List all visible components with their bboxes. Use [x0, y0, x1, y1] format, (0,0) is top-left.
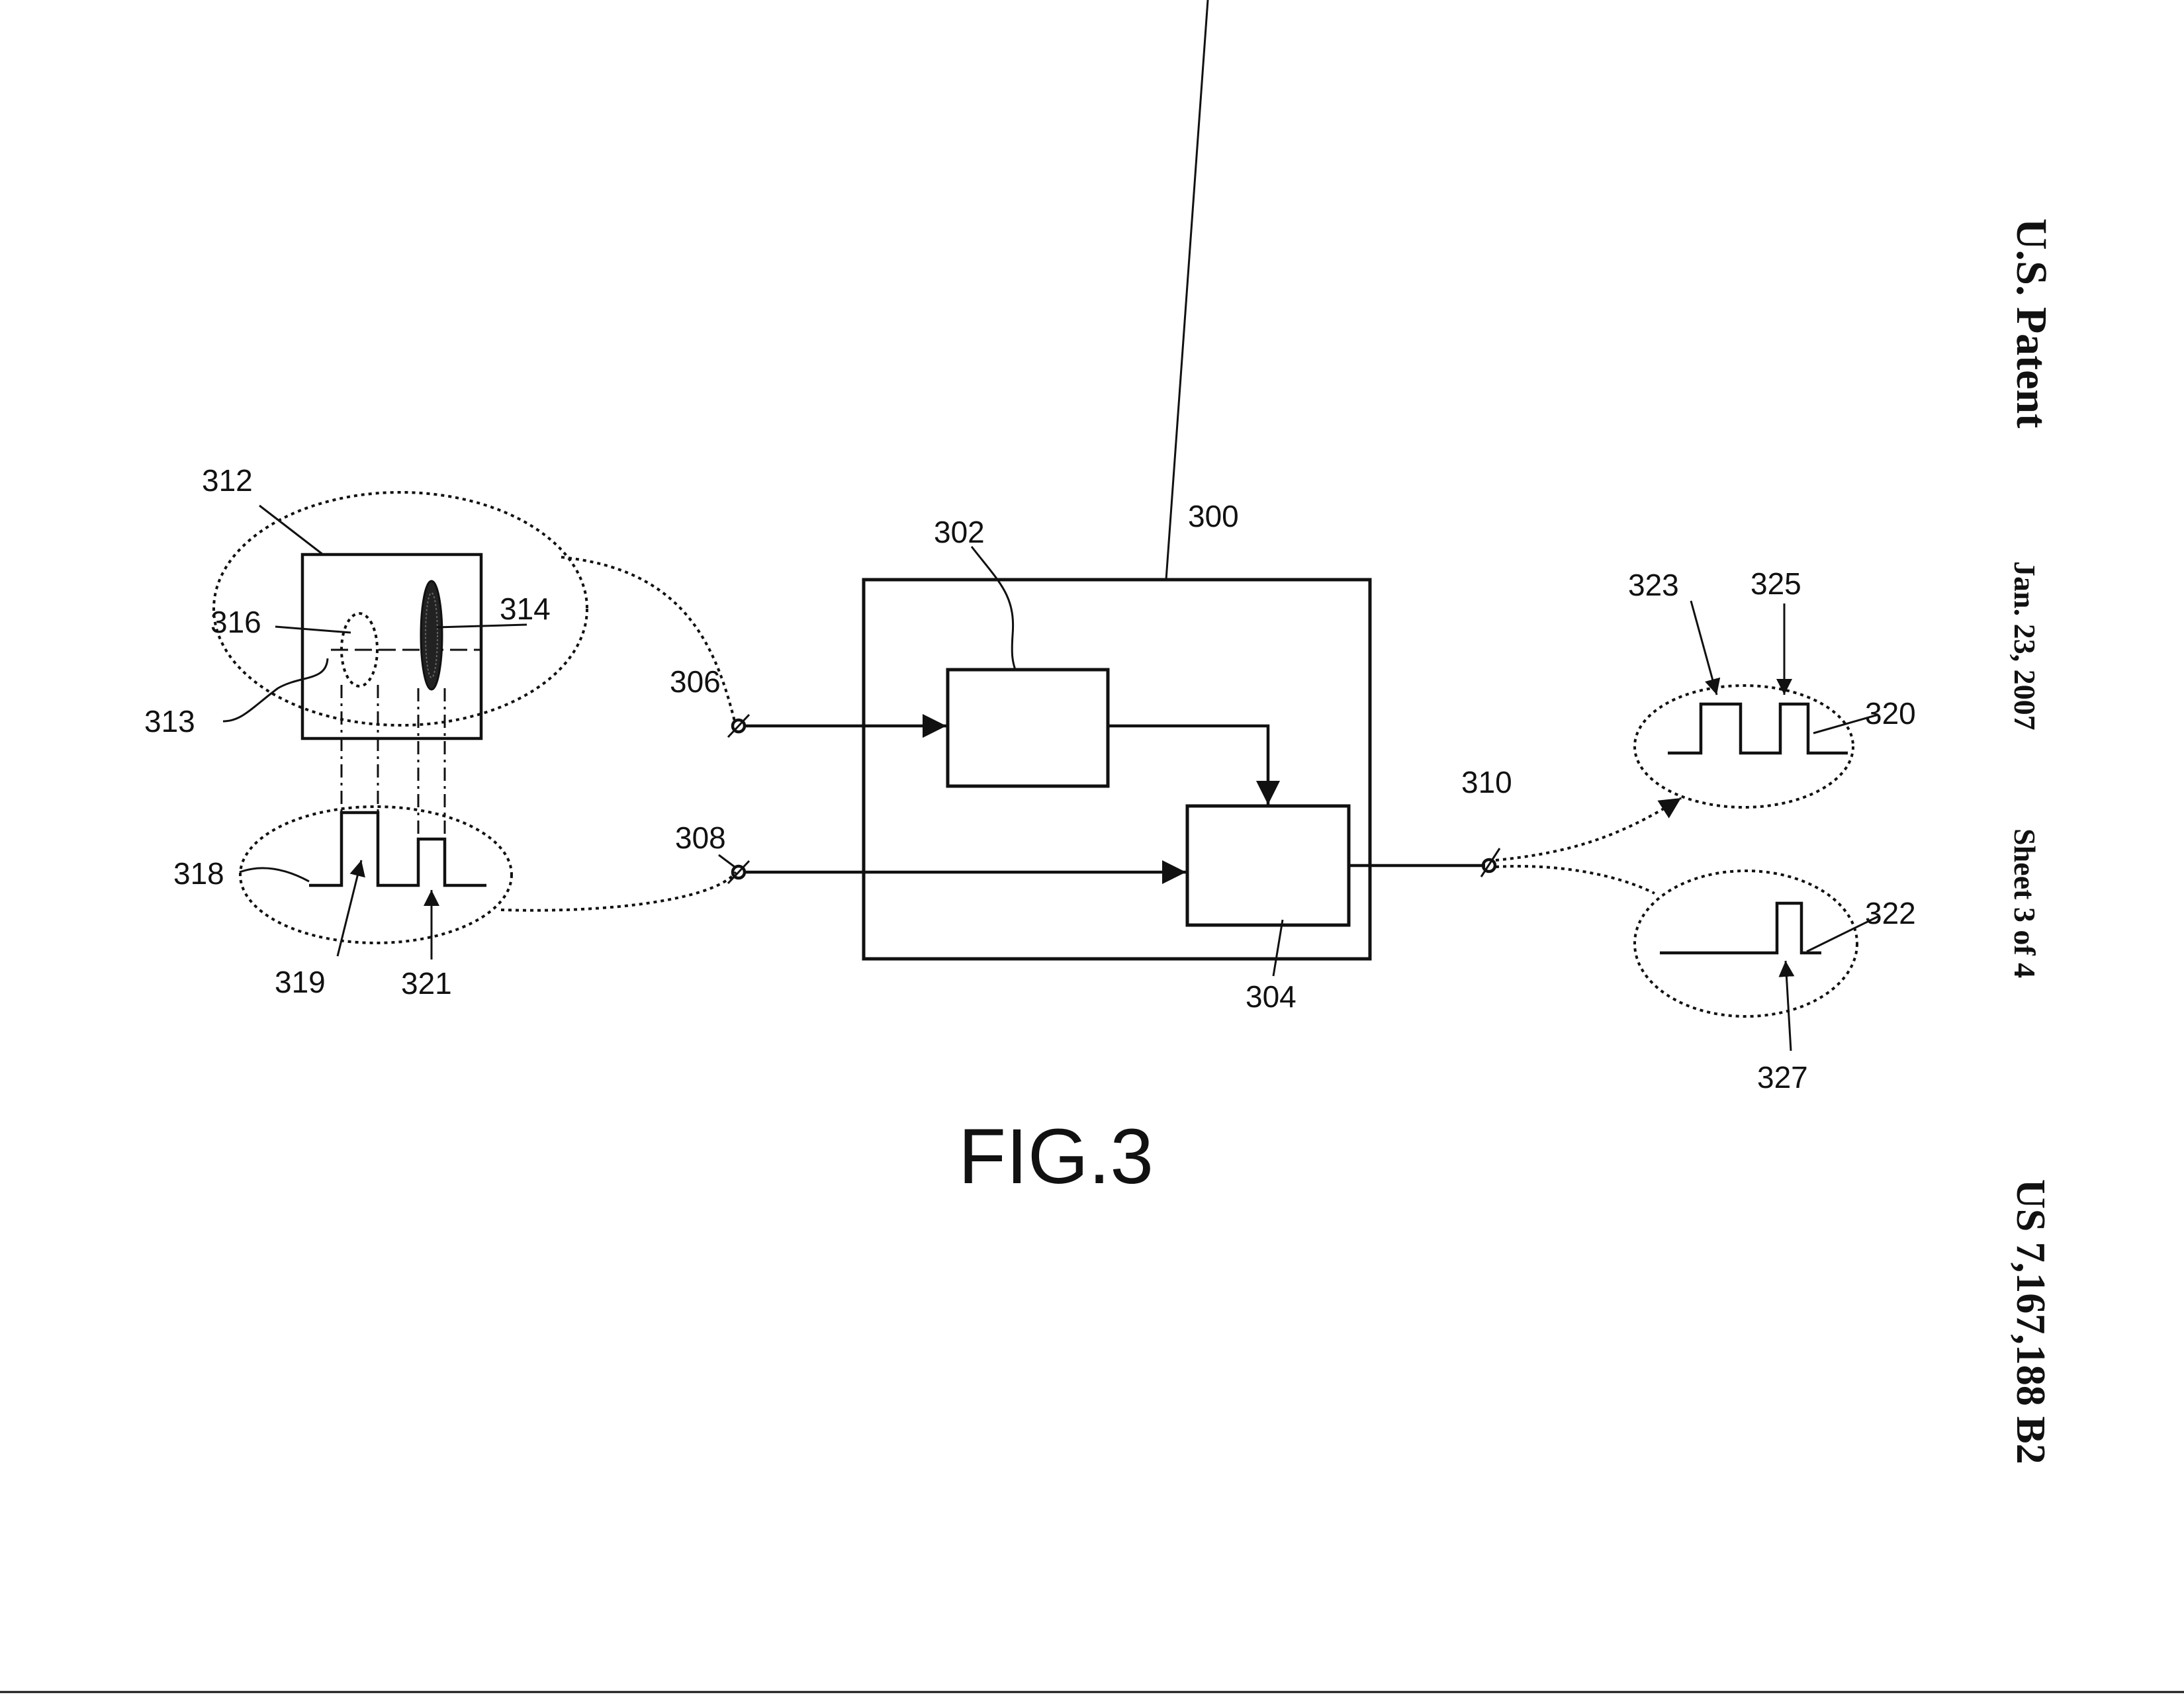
label-313: 313	[144, 704, 195, 738]
terminal-slash	[727, 860, 751, 885]
leader-319	[336, 860, 365, 957]
output-to-bubble-322	[1495, 865, 1655, 895]
patent-number: US 7,167,188 B2	[2008, 1179, 2053, 1464]
output-waveform-320	[1668, 702, 1848, 755]
output-bubble-322-outline	[1633, 869, 1858, 1018]
output-bubble-320	[1633, 600, 1879, 809]
label-314: 314	[500, 592, 551, 626]
leader-318	[239, 867, 310, 883]
output-bubble-322	[1633, 869, 1880, 1051]
input-waveform-outline	[239, 805, 513, 944]
leader-320	[1813, 713, 1879, 735]
label-302: 302	[934, 515, 985, 549]
label-320: 320	[1865, 696, 1916, 731]
leader-302	[970, 546, 1017, 670]
leader-312	[259, 504, 324, 556]
label-316: 316	[210, 605, 261, 639]
label-321: 321	[401, 966, 452, 1001]
patent-header: U.S. Patent Jan. 23, 2007 Sheet 3 of 4 U…	[2007, 218, 2056, 1464]
input-waveform-bubble	[239, 805, 513, 959]
block-304	[1185, 804, 1351, 927]
label-319: 319	[275, 965, 326, 999]
terminal-slash	[727, 713, 751, 738]
figure-caption: FIG.3	[958, 1113, 1154, 1200]
dark-spot-texture	[425, 592, 438, 678]
publication-date: Jan. 23, 2007	[2008, 561, 2042, 731]
label-304: 304	[1246, 979, 1297, 1014]
leader-300	[1165, 0, 1209, 580]
label-327: 327	[1757, 1060, 1808, 1094]
light-spot	[340, 612, 379, 688]
dark-spot	[420, 580, 443, 691]
leader-313	[222, 658, 329, 723]
label-325: 325	[1751, 566, 1801, 601]
output-waveform-322	[1660, 901, 1821, 955]
signal-302-to-304	[1108, 724, 1280, 805]
image-bubble	[212, 491, 588, 740]
label-300: 300	[1188, 499, 1239, 533]
label-318: 318	[173, 856, 224, 891]
sheet-number: Sheet 3 of 4	[2008, 828, 2042, 978]
leader-314	[436, 623, 527, 629]
input-terminal-308	[718, 854, 751, 885]
image-bubble-outline	[212, 491, 588, 727]
image-frame	[300, 553, 483, 740]
label-306: 306	[670, 664, 721, 699]
terminal-circle	[1481, 858, 1497, 873]
leader-308	[718, 854, 735, 868]
waveform-to-input-308	[500, 871, 737, 912]
leader-322	[1806, 914, 1880, 953]
label-310: 310	[1461, 765, 1512, 799]
projection-lines	[340, 685, 446, 839]
label-312: 312	[202, 463, 253, 498]
publication-label: U.S. Patent	[2007, 218, 2056, 428]
leader-323	[1690, 600, 1721, 695]
label-323: 323	[1628, 568, 1679, 602]
leader-316	[275, 625, 351, 634]
output-to-bubble-320	[1495, 797, 1682, 862]
output-terminal-310	[1480, 848, 1501, 877]
block-302	[946, 668, 1110, 788]
terminal-slash	[1480, 848, 1501, 877]
image-to-input-306	[561, 556, 736, 722]
input-waveform	[309, 811, 486, 887]
reference-labels: 312 316 314 313 318 319 321 306 308 302 …	[144, 463, 1916, 1094]
label-308: 308	[675, 821, 726, 855]
system-300	[862, 0, 1372, 977]
leader-327	[1778, 960, 1795, 1051]
leader-304	[1272, 919, 1284, 977]
label-322: 322	[1865, 896, 1916, 930]
output-bubble-320-outline	[1633, 684, 1854, 809]
